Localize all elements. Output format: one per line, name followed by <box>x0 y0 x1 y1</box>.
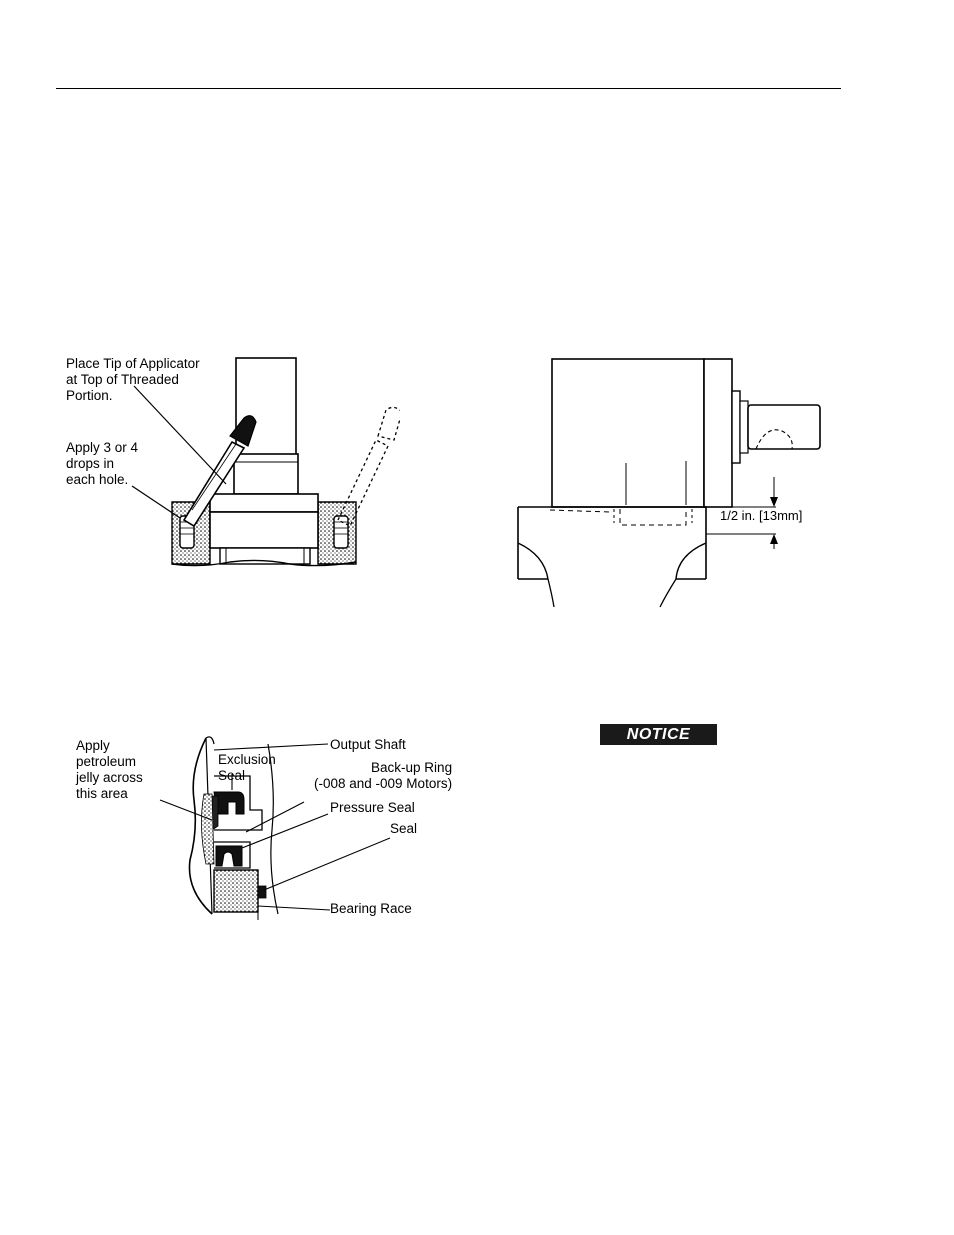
label-apply-drops: Apply 3 or 4 drops in each hole. <box>66 440 138 488</box>
label-seal: Seal <box>390 821 417 837</box>
label-depth-dimension: 1/2 in. [13mm] <box>720 508 802 524</box>
notice-banner: NOTICE <box>600 724 717 745</box>
label-output-shaft: Output Shaft <box>330 737 406 753</box>
figure-seal-section: Apply petroleum jelly across this area E… <box>72 730 432 930</box>
label-apply-petroleum: Apply petroleum jelly across this area <box>76 738 143 802</box>
header-rule <box>56 88 841 89</box>
motor-depth-illustration <box>510 355 830 615</box>
label-exclusion-seal: Exclusion Seal <box>218 752 276 784</box>
figure-motor-depth: 1/2 in. [13mm] <box>510 355 830 615</box>
label-backup-ring: Back-up Ring (-008 and -009 Motors) <box>314 760 452 792</box>
label-applicator-tip: Place Tip of Applicator at Top of Thread… <box>66 356 200 404</box>
label-pressure-seal: Pressure Seal <box>330 800 415 816</box>
figure-applicator: Place Tip of Applicator at Top of Thread… <box>60 350 400 580</box>
label-bearing-race: Bearing Race <box>330 901 412 917</box>
